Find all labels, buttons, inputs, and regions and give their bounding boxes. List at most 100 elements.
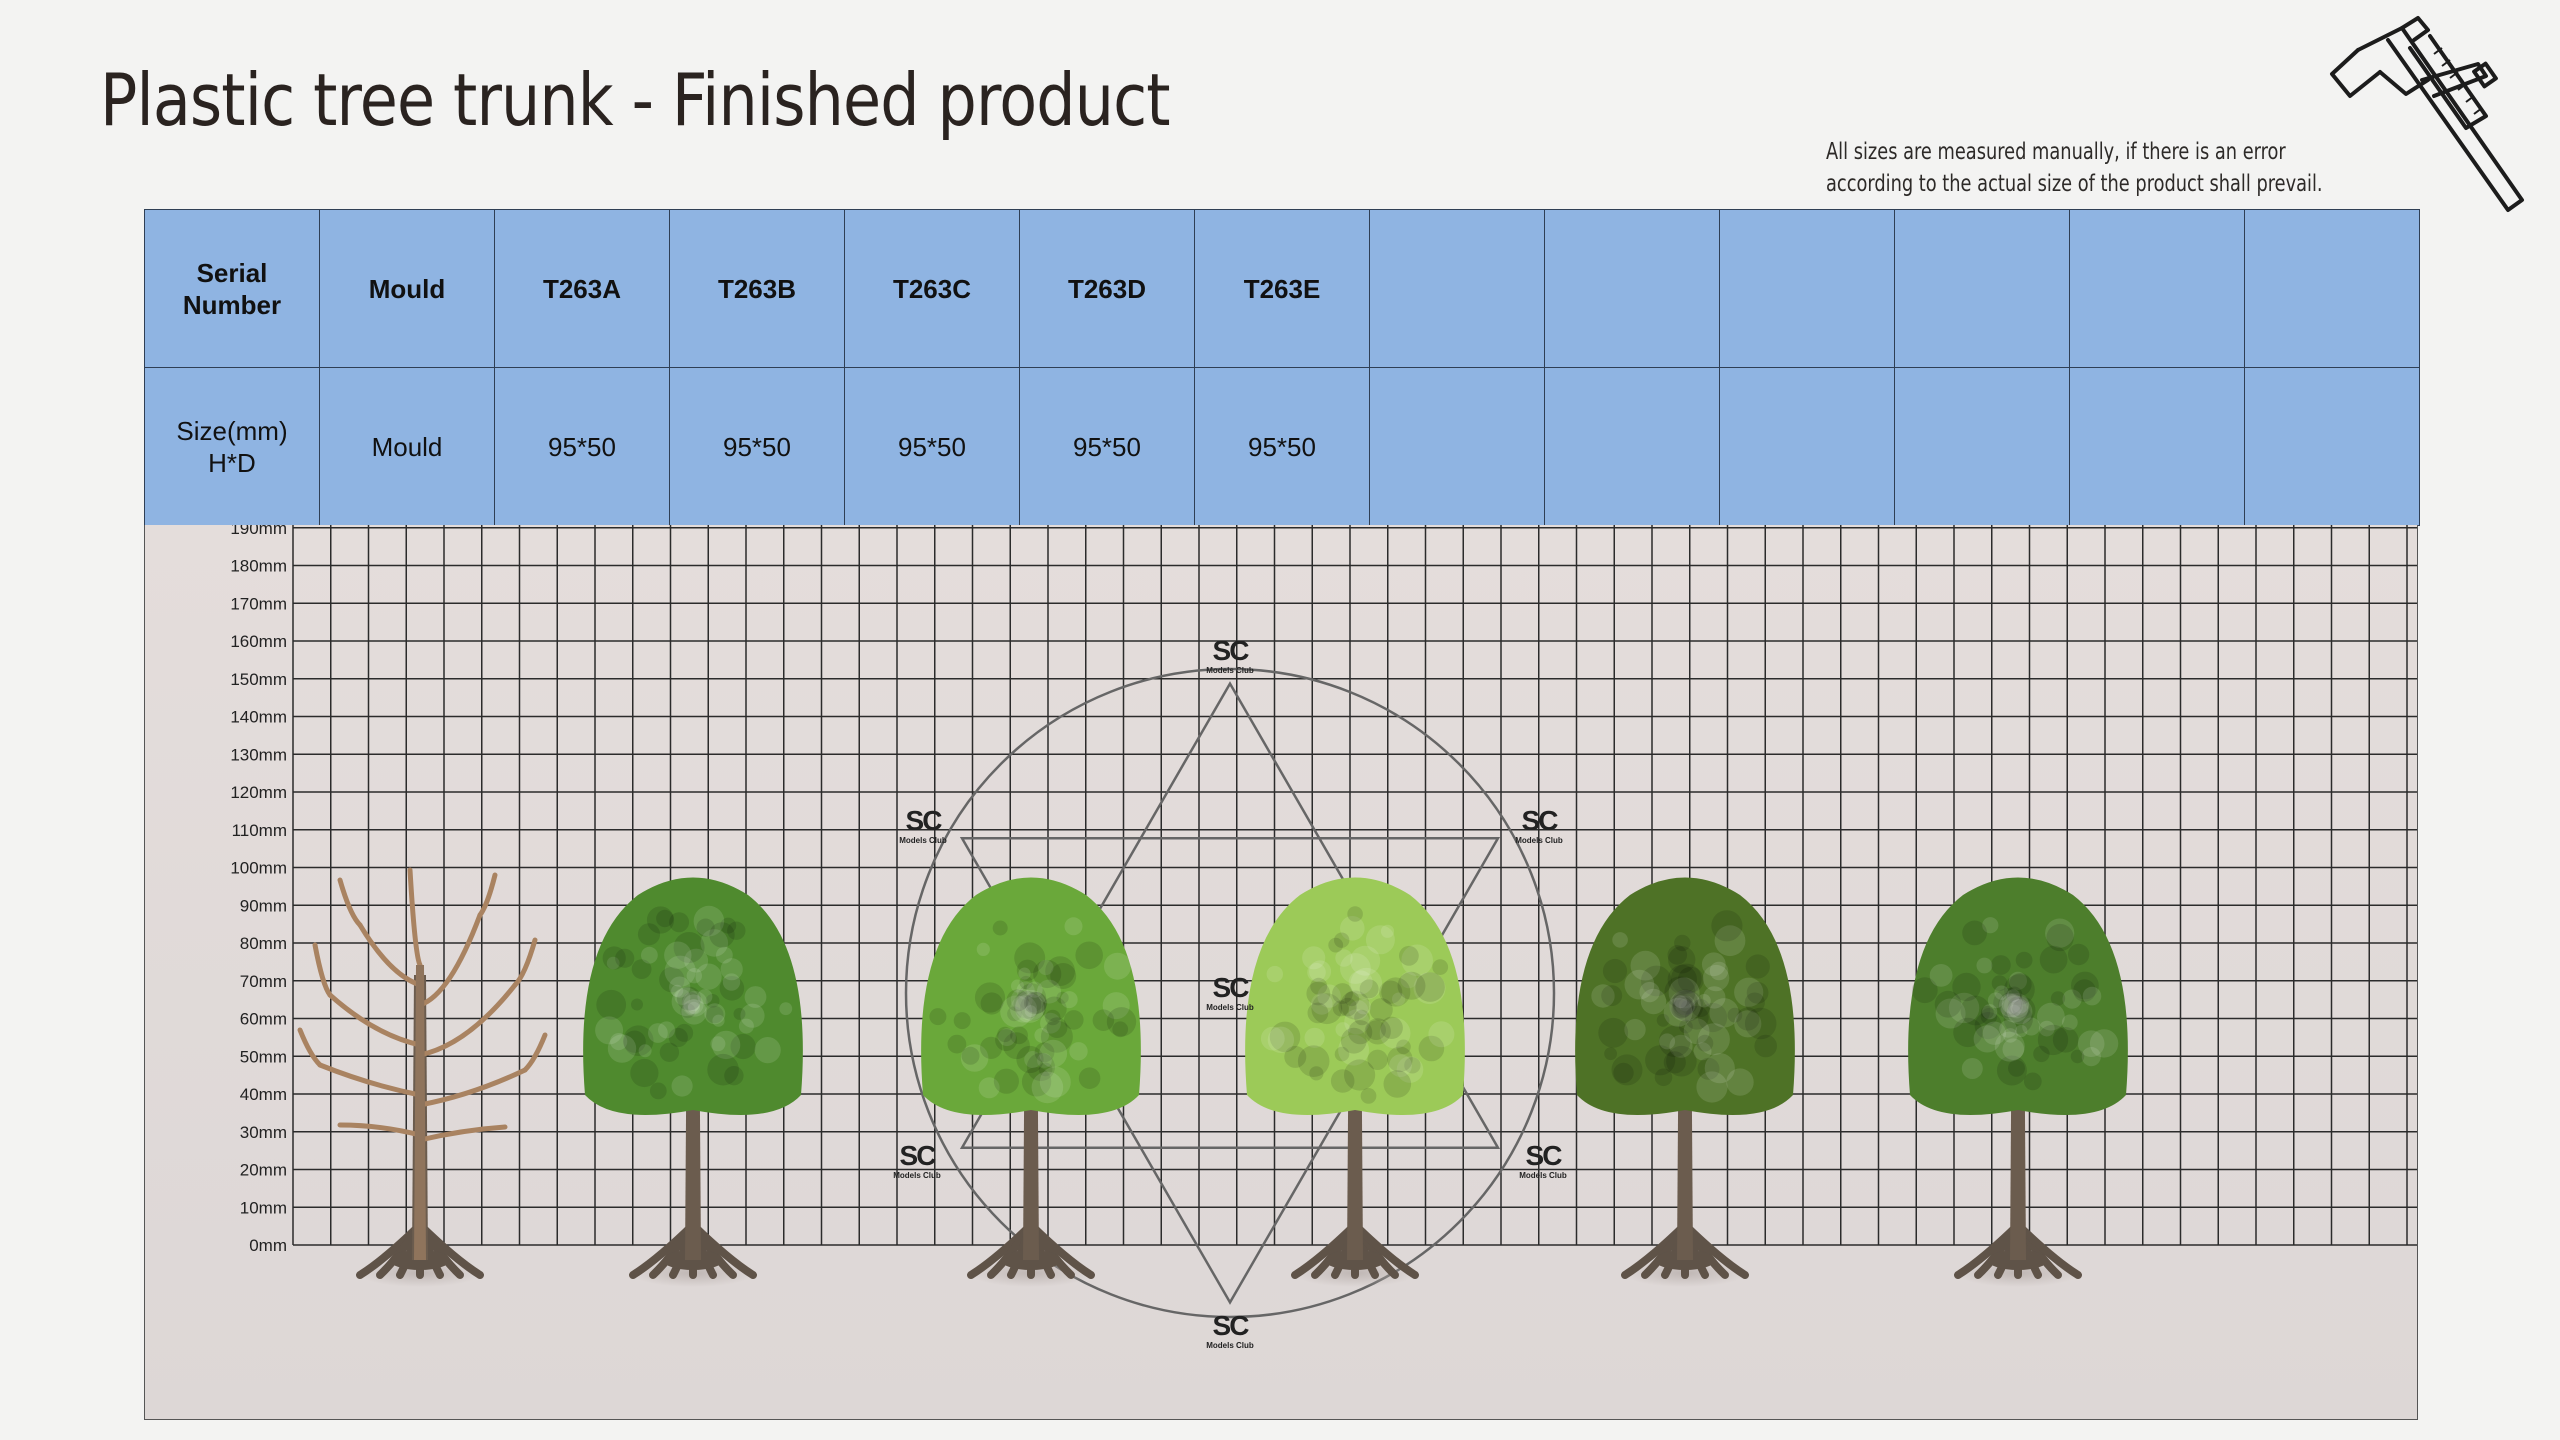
tree-leaf-cluster bbox=[1624, 1018, 1646, 1041]
tree-leaf-cluster bbox=[1335, 949, 1353, 967]
tree-leaf-cluster bbox=[2015, 951, 2033, 969]
tree-leaf-cluster bbox=[637, 923, 661, 946]
tree-leaf-cluster bbox=[1335, 1022, 1351, 1037]
tree-leaf-cluster bbox=[1994, 1031, 2025, 1062]
tree-leaf-cluster bbox=[1630, 950, 1661, 981]
product-photo-graphic: 190mm180mm170mm160mm150mm140mm130mm120mm… bbox=[230, 525, 2417, 1350]
tree-leaf-cluster bbox=[656, 909, 674, 928]
logo-mark: SC bbox=[1213, 635, 1250, 666]
tree-leaf-cluster bbox=[1340, 953, 1371, 984]
tree-leaf-cluster bbox=[2046, 923, 2074, 952]
tree-leaf-cluster bbox=[1366, 1020, 1386, 1040]
tree-leaf-cluster bbox=[1693, 1042, 1712, 1061]
tree-leaf-cluster bbox=[1348, 970, 1373, 995]
tree-leaf-cluster bbox=[671, 984, 684, 997]
tree-leaf-cluster bbox=[686, 968, 702, 984]
tree-leaf-cluster bbox=[1982, 917, 1999, 934]
tree-leaf-cluster bbox=[960, 1044, 989, 1072]
scale-label: 20mm bbox=[240, 1161, 287, 1180]
tree-leaf-cluster bbox=[1973, 1025, 2001, 1053]
tree-leaf-cluster bbox=[602, 946, 626, 970]
tree-leaf-cluster bbox=[1019, 975, 1033, 990]
tree-leaf-cluster bbox=[1015, 989, 1046, 1021]
tree-leaf-cluster bbox=[1348, 1020, 1373, 1045]
header-cell-text: T263B bbox=[717, 273, 797, 304]
tree-branch bbox=[297, 1027, 323, 1068]
size-cell: 95*50 bbox=[1194, 367, 1370, 526]
tree-leaf-cluster bbox=[1046, 1017, 1068, 1038]
tree-leaf-cluster bbox=[1658, 1025, 1691, 1058]
note-line-2: according to the actual size of the prod… bbox=[1826, 171, 2323, 197]
tree-branch bbox=[477, 872, 498, 918]
tree-leaf-cluster bbox=[744, 986, 767, 1008]
tree-leaf-cluster bbox=[1026, 981, 1043, 998]
tree-leaf-cluster bbox=[695, 963, 722, 990]
tree-leaf-cluster bbox=[1104, 952, 1131, 980]
tree-leaf-cluster bbox=[673, 932, 705, 963]
tree-leaf-cluster bbox=[1397, 971, 1426, 1000]
logo-mark: SC bbox=[1522, 805, 1559, 836]
tree-leaf-cluster bbox=[1993, 988, 2024, 1018]
tree-leaf-cluster bbox=[1670, 963, 1702, 995]
tree-leaf-cluster bbox=[1311, 993, 1343, 1025]
tree-leaf-cluster bbox=[1678, 998, 1692, 1012]
tree-leaf-cluster bbox=[1656, 1013, 1670, 1027]
tree-leaf-cluster bbox=[1680, 1000, 1695, 1015]
tree-leaf-cluster bbox=[2003, 1028, 2018, 1043]
size-cell-text: H*D bbox=[208, 447, 256, 478]
tree-leaf-cluster bbox=[2022, 1017, 2041, 1036]
tree-leaf-cluster bbox=[1007, 1006, 1022, 1022]
tree-leaf-cluster bbox=[664, 941, 692, 969]
tree-leaf-cluster bbox=[1340, 990, 1370, 1020]
tree-leaf-cluster bbox=[1709, 998, 1739, 1028]
tree-leaf-cluster bbox=[1003, 1032, 1030, 1060]
tree-leaf-cluster bbox=[1679, 1019, 1693, 1034]
tree-leaf-cluster bbox=[1016, 959, 1039, 981]
tree-leaf-cluster bbox=[1334, 932, 1350, 948]
tree-leaf-cluster bbox=[1684, 1005, 1709, 1030]
tree-leaf-cluster bbox=[2089, 1029, 2119, 1058]
tree-leaf-cluster bbox=[727, 921, 746, 940]
tree-leaf-cluster bbox=[687, 999, 700, 1012]
tree-branch bbox=[417, 912, 483, 1008]
scale-label: 110mm bbox=[232, 821, 287, 840]
tree-leaf-cluster bbox=[1330, 1069, 1355, 1093]
scale-label: 190mm bbox=[230, 525, 287, 538]
tree-leaf-cluster bbox=[1038, 959, 1054, 976]
tree-leaf-cluster bbox=[2045, 918, 2075, 948]
tree-leaf-cluster bbox=[1369, 998, 1393, 1022]
tree-leaf-cluster bbox=[1011, 979, 1024, 993]
tree-leaf-cluster bbox=[1064, 1010, 1084, 1030]
tree-leaf-cluster bbox=[1696, 1034, 1714, 1052]
tree-leaf-cluster bbox=[681, 992, 701, 1011]
tree-leaf-cluster bbox=[1018, 967, 1031, 980]
scale-label: 100mm bbox=[230, 859, 287, 878]
tree-leaf-cluster bbox=[1413, 972, 1446, 1005]
tree-branch bbox=[417, 1124, 508, 1143]
size-cell: Size(mm)H*D bbox=[144, 367, 320, 526]
tree-leaf-cluster bbox=[1350, 945, 1381, 976]
tree-leaf-cluster bbox=[1976, 957, 1993, 974]
tree-leaf-cluster bbox=[2001, 995, 2029, 1023]
header-cell bbox=[1719, 209, 1895, 368]
tree-leaf-cluster bbox=[1432, 959, 1449, 975]
tree-leaf-cluster bbox=[638, 1044, 652, 1058]
tree-leaf-cluster bbox=[1987, 992, 2004, 1009]
tree-leaf-cluster bbox=[1387, 1046, 1413, 1073]
tree-crown bbox=[1908, 877, 2128, 1115]
tree-leaf-cluster bbox=[1045, 1009, 1061, 1026]
logo-mark: SC bbox=[900, 1140, 937, 1171]
tree-leaf-cluster bbox=[2001, 994, 2022, 1014]
tree-leaf-cluster bbox=[607, 1034, 637, 1063]
tree-leaf-cluster bbox=[2050, 991, 2066, 1006]
tree-leaf-cluster bbox=[2073, 979, 2096, 1002]
tree-leaf-cluster bbox=[2003, 1004, 2033, 1034]
logo-mark: SC bbox=[1213, 1310, 1250, 1341]
tree-leaf-cluster bbox=[1418, 1035, 1445, 1062]
tree-leaf-cluster bbox=[2002, 1038, 2025, 1060]
size-cell bbox=[2244, 367, 2420, 526]
tree-T263D bbox=[1575, 877, 1795, 1287]
tree-leaf-cluster bbox=[1663, 997, 1693, 1027]
